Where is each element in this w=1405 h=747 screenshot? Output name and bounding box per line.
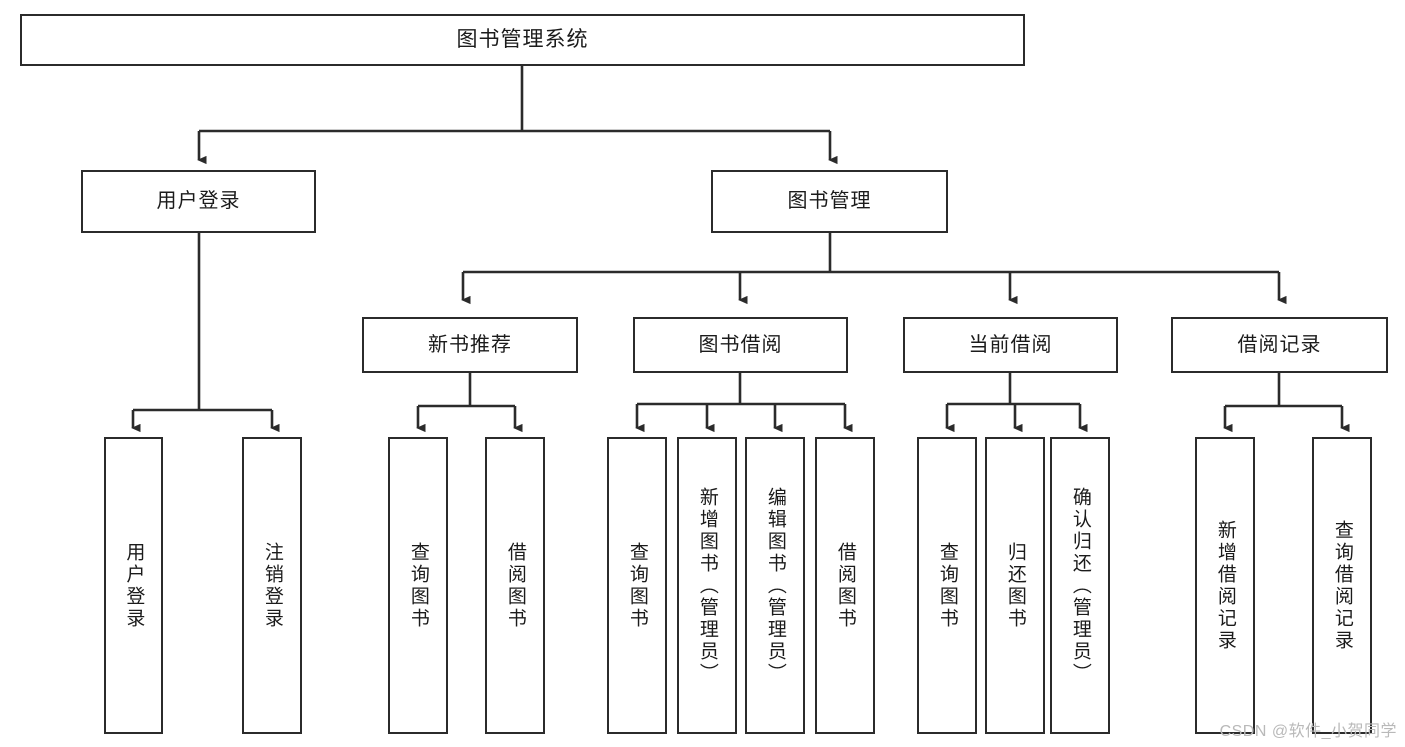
leaf-query-record[interactable]: 查询借阅记录 — [1312, 437, 1372, 734]
leaf-confirm-return-label: 确认归还（管理员） — [1069, 486, 1091, 685]
node-book-borrow-label: 图书借阅 — [698, 333, 783, 356]
node-current-borrow-label: 当前借阅 — [968, 333, 1053, 356]
leaf-query-book-1-label: 查询图书 — [407, 541, 429, 630]
node-new-book-rec-label: 新书推荐 — [428, 333, 512, 356]
node-book-manage-label: 图书管理 — [787, 190, 872, 212]
node-user-login[interactable]: 用户登录 — [81, 170, 316, 233]
leaf-edit-book[interactable]: 编辑图书（管理员） — [745, 437, 805, 734]
leaf-logout-label: 注销登录 — [261, 541, 283, 630]
leaf-query-book-1[interactable]: 查询图书 — [388, 437, 448, 734]
leaf-borrow-book-1[interactable]: 借阅图书 — [485, 437, 545, 734]
leaf-add-book[interactable]: 新增图书（管理员） — [677, 437, 737, 734]
leaf-logout[interactable]: 注销登录 — [242, 437, 302, 734]
node-borrow-record[interactable]: 借阅记录 — [1171, 317, 1388, 373]
leaf-borrow-book-2-label: 借阅图书 — [834, 541, 856, 630]
leaf-query-book-3[interactable]: 查询图书 — [917, 437, 977, 734]
node-user-login-label: 用户登录 — [156, 190, 241, 212]
leaf-query-book-2[interactable]: 查询图书 — [607, 437, 667, 734]
node-borrow-record-label: 借阅记录 — [1237, 333, 1322, 356]
leaf-query-record-label: 查询借阅记录 — [1331, 519, 1353, 652]
leaf-query-book-2-label: 查询图书 — [626, 541, 648, 630]
leaf-edit-book-label: 编辑图书（管理员） — [764, 486, 786, 685]
leaf-add-book-label: 新增图书（管理员） — [696, 486, 718, 685]
leaf-user-login-label: 用户登录 — [123, 541, 145, 630]
node-book-manage[interactable]: 图书管理 — [711, 170, 948, 233]
node-root-label: 图书管理系统 — [456, 27, 589, 51]
leaf-confirm-return[interactable]: 确认归还（管理员） — [1050, 437, 1110, 734]
leaf-user-login[interactable]: 用户登录 — [104, 437, 163, 734]
leaf-add-record-label: 新增借阅记录 — [1214, 519, 1236, 652]
leaf-query-book-3-label: 查询图书 — [936, 541, 958, 630]
leaf-borrow-book-2[interactable]: 借阅图书 — [815, 437, 875, 734]
leaf-add-record[interactable]: 新增借阅记录 — [1195, 437, 1255, 734]
node-current-borrow[interactable]: 当前借阅 — [903, 317, 1118, 373]
node-new-book-rec[interactable]: 新书推荐 — [362, 317, 578, 373]
leaf-return-book[interactable]: 归还图书 — [985, 437, 1045, 734]
leaf-borrow-book-1-label: 借阅图书 — [504, 541, 526, 630]
node-root[interactable]: 图书管理系统 — [20, 14, 1025, 66]
node-book-borrow[interactable]: 图书借阅 — [633, 317, 848, 373]
leaf-return-book-label: 归还图书 — [1004, 541, 1026, 630]
